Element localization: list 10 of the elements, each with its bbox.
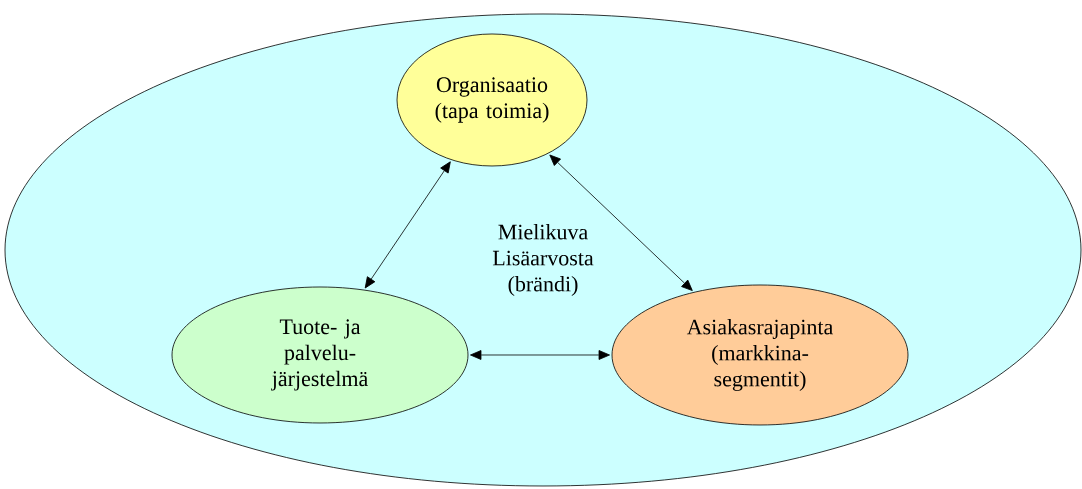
node-label: Mielikuva Lisäarvosta (brändi) [492, 224, 594, 296]
node-label: Organisaatio (tapa toimia) [435, 77, 549, 123]
ellipse-node [171, 286, 469, 424]
double-arrow [364, 161, 451, 289]
double-arrow [549, 154, 693, 291]
double-arrow [470, 350, 610, 360]
node-label: Tuote- ja palvelu- järjestelmä [271, 319, 368, 391]
ellipse-node [396, 33, 588, 167]
node-label: Asiakasrajapinta (markkina- segmentit) [686, 319, 834, 391]
ellipse-node [611, 284, 909, 426]
